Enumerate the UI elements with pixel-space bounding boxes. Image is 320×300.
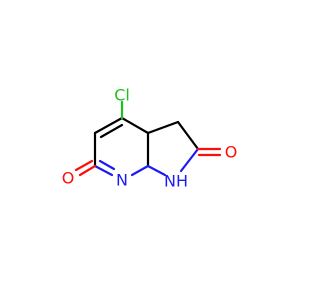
bond-c5-c4-double <box>99 123 124 139</box>
molecule-structure: Cl O N NH O <box>62 86 238 191</box>
bond-c3a-c3 <box>146 120 180 135</box>
bond-c3-c2 <box>176 120 200 151</box>
bond-n7-c6 <box>93 164 114 177</box>
atom-n-pyridine-label: N <box>116 171 128 190</box>
atom-o-left-label: O <box>62 169 75 188</box>
bond-c6-o <box>78 164 97 177</box>
bond-n7-c6-double <box>98 159 116 171</box>
bond-n1-c7a <box>146 164 167 177</box>
atom-cl-label: Cl <box>114 86 130 105</box>
bond-c2-n1 <box>179 147 200 173</box>
atom-o-right-label: O <box>225 143 238 162</box>
bond-c5-c4 <box>93 116 124 135</box>
atom-nh-label: NH <box>164 172 188 191</box>
bond-c6-o-double <box>74 159 94 172</box>
bond-c7a-n7 <box>130 164 150 177</box>
bond-c4-c3a <box>120 116 150 135</box>
